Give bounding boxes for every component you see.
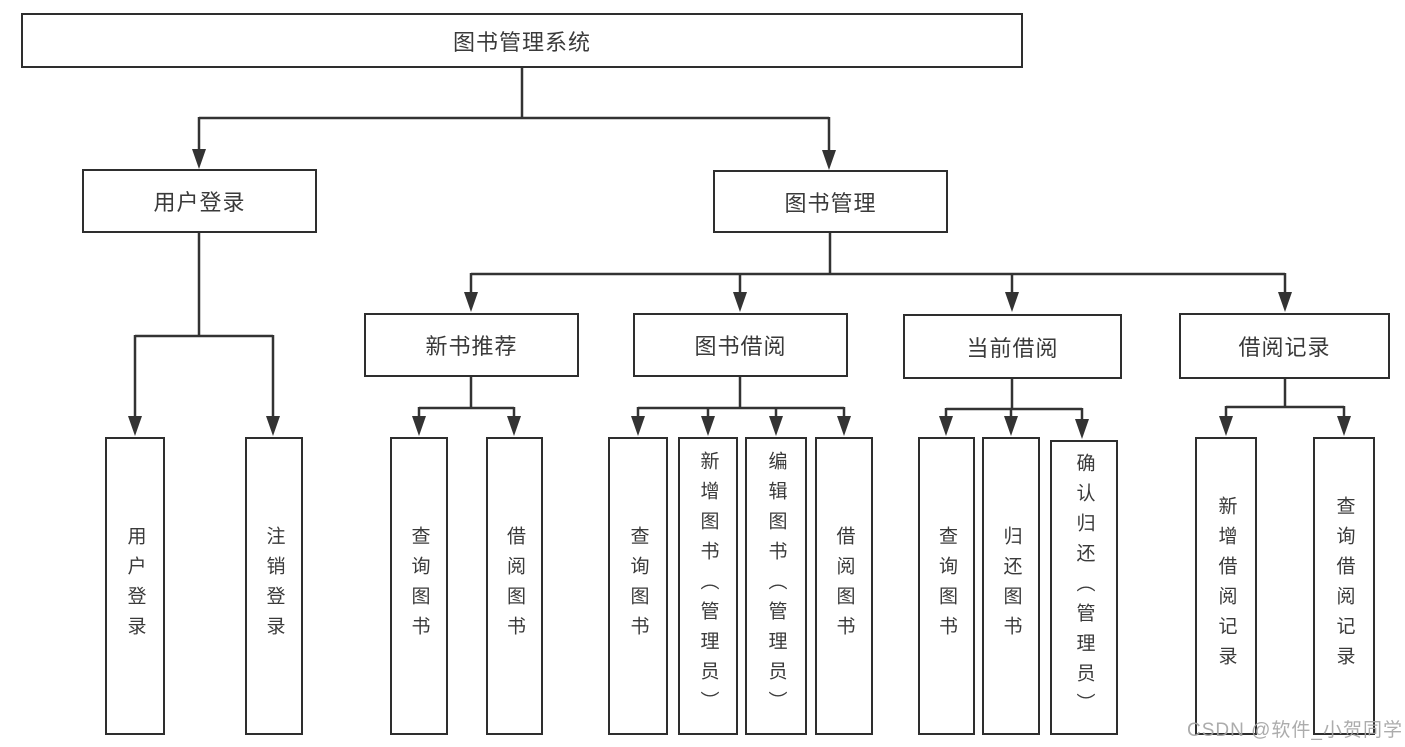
leaf-return-book: 归还图书 — [982, 437, 1040, 735]
node-current-borrowing-label: 当前借阅 — [966, 335, 1059, 361]
leaf-edit-book-admin: 编辑图书（管理员） — [745, 437, 807, 735]
leaf-borrow-book-label: 借阅图书 — [833, 526, 855, 646]
leaf-borrow-book-recommend: 借阅图书 — [486, 437, 543, 735]
leaf-confirm-return-admin-label: 确认归还（管理员） — [1073, 452, 1095, 723]
node-book-borrowing: 图书借阅 — [633, 313, 848, 377]
leaf-confirm-return-admin: 确认归还（管理员） — [1050, 440, 1118, 735]
leaf-query-book-recommend: 查询图书 — [390, 437, 448, 735]
leaf-query-book-borrow-label: 查询图书 — [627, 526, 649, 646]
leaf-borrow-book-recommend-label: 借阅图书 — [504, 526, 525, 646]
leaf-add-borrow-record: 新增借阅记录 — [1195, 437, 1257, 735]
node-book-management: 图书管理 — [713, 170, 948, 233]
node-user-login: 用户登录 — [82, 169, 317, 233]
leaf-add-book-admin: 新增图书（管理员） — [678, 437, 738, 735]
leaf-query-book-current-label: 查询图书 — [936, 526, 957, 646]
leaf-user-login: 用户登录 — [105, 437, 165, 735]
leaf-edit-book-admin-label: 编辑图书（管理员） — [765, 451, 787, 721]
leaf-query-book-borrow: 查询图书 — [608, 437, 668, 735]
node-current-borrowing: 当前借阅 — [903, 314, 1122, 379]
leaf-logout: 注销登录 — [245, 437, 303, 735]
node-user-login-label: 用户登录 — [153, 190, 246, 215]
node-borrowing-records: 借阅记录 — [1179, 313, 1390, 379]
leaf-add-book-admin-label: 新增图书（管理员） — [697, 451, 719, 721]
arrowheads — [128, 149, 1351, 439]
csdn-watermark: CSDN @软件_小贺同学 — [1187, 720, 1403, 741]
leaf-user-login-label: 用户登录 — [124, 526, 146, 646]
leaf-query-book-current: 查询图书 — [918, 437, 975, 735]
leaf-query-book-recommend-label: 查询图书 — [408, 526, 430, 646]
node-book-borrowing-label: 图书借阅 — [694, 334, 787, 359]
node-library-system-label: 图书管理系统 — [452, 29, 591, 55]
node-book-management-label: 图书管理 — [784, 190, 877, 216]
node-library-system: 图书管理系统 — [21, 13, 1023, 68]
node-borrowing-records-label: 借阅记录 — [1238, 335, 1331, 360]
leaf-query-borrow-record-label: 查询借阅记录 — [1333, 496, 1355, 676]
leaf-add-borrow-record-label: 新增借阅记录 — [1215, 496, 1237, 676]
leaf-query-borrow-record: 查询借阅记录 — [1313, 437, 1375, 735]
leaf-logout-label: 注销登录 — [263, 526, 285, 646]
leaf-return-book-label: 归还图书 — [1000, 526, 1022, 646]
node-new-book-recommend: 新书推荐 — [364, 313, 579, 377]
node-new-book-recommend-label: 新书推荐 — [425, 334, 518, 359]
leaf-borrow-book: 借阅图书 — [815, 437, 873, 735]
